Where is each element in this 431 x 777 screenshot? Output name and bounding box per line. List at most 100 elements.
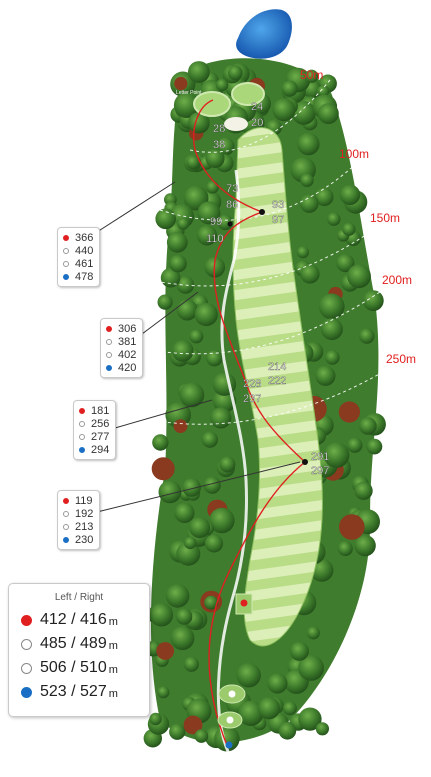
white-tee-icon: [106, 351, 112, 358]
white-tee-icon: [79, 433, 85, 440]
yardage-number: 214: [268, 361, 286, 373]
legend-value: 485 / 489: [40, 635, 107, 652]
red-tee-icon: [63, 497, 69, 504]
callout-value: 294: [91, 443, 110, 456]
tree: [300, 173, 314, 187]
tree: [205, 149, 225, 168]
distance-callout-2: 306 381 402 420: [100, 318, 144, 378]
tree: [215, 78, 229, 92]
yardage-number: 93: [272, 199, 284, 211]
tree: [184, 536, 197, 550]
distance-marker-150: 150m: [370, 211, 400, 225]
tree: [156, 642, 175, 660]
blue-tee-icon: [63, 273, 69, 280]
distance-callout-1: 366 440 461 478: [57, 227, 101, 287]
blue-tee-icon: [21, 686, 32, 698]
tree: [149, 603, 174, 627]
white-tee-icon: [21, 638, 32, 650]
tree: [300, 264, 320, 284]
red-tee-icon: [79, 407, 85, 414]
tree: [272, 98, 296, 122]
tree: [155, 208, 176, 230]
tree: [297, 132, 320, 156]
yardage-number: 86: [226, 199, 238, 211]
blue-tee-icon: [225, 741, 233, 749]
white-tee-icon: [63, 523, 69, 530]
tree: [204, 534, 224, 553]
red-tee-icon: [63, 234, 69, 241]
cart-path: [216, 169, 248, 761]
tree: [209, 507, 235, 534]
tree: [338, 401, 360, 423]
tree: [339, 514, 365, 540]
callout-value: 366: [75, 231, 94, 244]
tree: [306, 626, 320, 640]
tree: [203, 476, 221, 494]
white-tee-icon: [228, 690, 236, 698]
callout-value: 306: [118, 322, 137, 335]
tree: [169, 254, 187, 273]
distance-markers: 50m 100m 150m 200m 250m: [300, 68, 416, 366]
tree: [151, 457, 175, 481]
tree: [347, 437, 363, 453]
tree: [176, 541, 201, 566]
tree: [325, 350, 340, 365]
green-right: [231, 82, 265, 106]
white-tee-icon: [106, 338, 112, 345]
tree: [336, 254, 355, 273]
callout-value: 440: [75, 244, 94, 257]
distance-marker-100: 100m: [339, 147, 369, 161]
red-tee-icon: [21, 614, 32, 626]
green-left: [193, 91, 231, 117]
landing-point: [227, 221, 233, 227]
landing-point: [259, 209, 265, 215]
yardage-number: 73: [226, 183, 238, 195]
yardage-number: 222: [268, 375, 286, 387]
tree: [182, 478, 201, 497]
tree: [320, 318, 343, 341]
tree: [189, 517, 211, 539]
tree: [188, 112, 210, 134]
tree: [267, 673, 288, 694]
tree: [327, 212, 341, 226]
tree: [305, 69, 319, 83]
legend-header: Left / Right: [54, 592, 104, 603]
tree: [359, 417, 377, 435]
tree: [152, 434, 169, 451]
legend-value: 412 / 416: [40, 611, 107, 628]
callout-value: 478: [75, 270, 94, 283]
tree: [188, 61, 210, 83]
callout-value: 213: [75, 520, 94, 533]
tree: [197, 201, 221, 225]
callout-value: 402: [118, 348, 137, 361]
tree: [206, 180, 219, 194]
white-tee-icon: [63, 260, 69, 267]
tree: [174, 76, 188, 91]
tree: [300, 194, 319, 213]
tree: [282, 701, 297, 716]
tree: [157, 686, 170, 699]
tree: [169, 723, 186, 740]
tree: [172, 340, 194, 362]
distance-arcs: [149, 79, 396, 425]
tree: [194, 302, 218, 327]
tree: [165, 584, 190, 608]
tree: [186, 155, 201, 170]
tree: [196, 225, 218, 246]
blue-tee-icon: [63, 536, 69, 543]
callout-value: 119: [75, 494, 93, 507]
tree: [298, 707, 322, 731]
blue-tee-icon: [106, 364, 112, 371]
tree: [278, 722, 297, 740]
callout-value: 420: [118, 361, 137, 374]
tree: [177, 217, 190, 230]
tree: [179, 382, 205, 408]
tree: [359, 328, 375, 344]
tree: [173, 92, 200, 118]
tree: [189, 329, 204, 344]
tree: [354, 481, 373, 500]
callout-value: 181: [91, 404, 110, 417]
